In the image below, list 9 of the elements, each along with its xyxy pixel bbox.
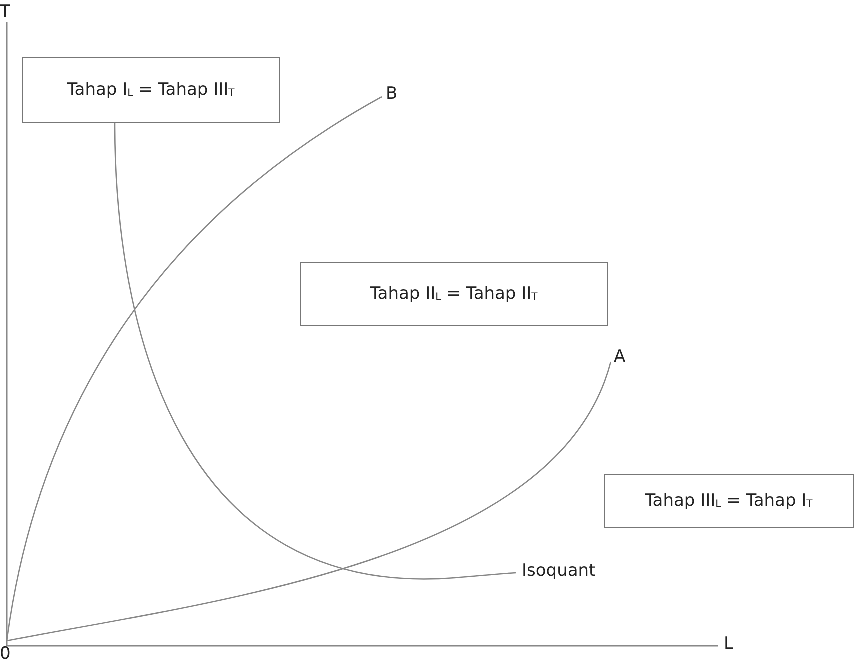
curve-label: B xyxy=(386,84,398,104)
axis-label: T xyxy=(0,2,10,22)
stage-box xyxy=(22,57,280,123)
curve-label: A xyxy=(614,347,626,367)
stage-box xyxy=(604,474,854,528)
axis-label: L xyxy=(724,634,734,654)
origin-label: 0 xyxy=(0,644,11,661)
curve-label: Isoquant xyxy=(522,561,596,581)
stage-box xyxy=(300,262,608,326)
